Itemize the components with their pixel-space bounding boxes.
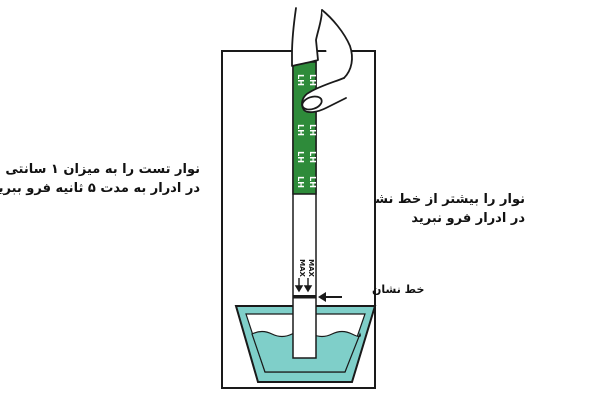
max-line-marker [293,295,316,299]
max-label: MAX [307,259,315,277]
thumbnail [301,95,323,111]
instruction-right-line-2: در ادرار فرو نبرید [411,211,525,226]
urine-cup [234,305,377,383]
hand-illustration [291,7,353,114]
lh-label: LH [296,151,305,163]
instruction-max-line: نوار را بیشتر از خط نشان در ادرار فرو نب… [359,190,525,228]
down-arrows-icon [294,278,313,293]
index-finger [291,7,323,67]
max-line-label: خط نشان [372,283,424,296]
instruction-dip-1cm: نوار تست را به میزان ۱ سانتی متر در ادرا… [0,160,200,198]
back-of-hand [321,9,353,87]
lh-labels: LH LH LH LH LH LH LH LH [296,74,317,188]
lh-label: LH [308,176,317,188]
max-label: MAX [298,259,306,277]
lh-label: LH [308,74,317,86]
max-line-arrow-icon [318,292,342,302]
instruction-right-line-1: نوار را بیشتر از خط نشان [359,192,525,207]
instruction-left-line-1: نوار تست را به میزان ۱ سانتی متر [0,162,200,177]
instruction-left-line-2: در ادرار به مدت ۵ ثانیه فرو ببرید [0,181,200,196]
lh-label: LH [296,74,305,86]
lh-label: LH [296,176,305,188]
lh-label: LH [308,151,317,163]
lh-label: LH [296,124,305,136]
max-labels: MAX MAX [298,259,315,277]
lh-label: LH [308,124,317,136]
